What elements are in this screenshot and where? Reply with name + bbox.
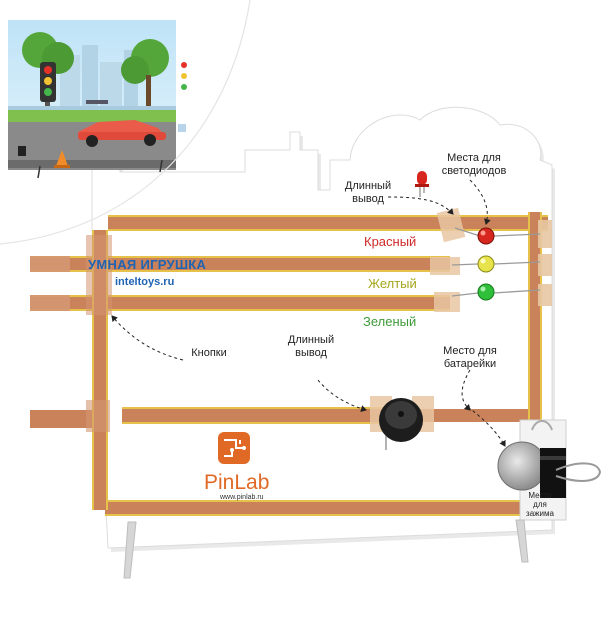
watermark-url: inteltoys.ru: [115, 276, 175, 288]
yellow-color-label: Желтый: [368, 276, 417, 291]
red-color-label: Красный: [364, 234, 417, 249]
battery-holder: [497, 419, 602, 521]
pinlab-logo-icon: [218, 432, 250, 464]
watermark-title: УМНАЯ ИГРУШКА: [88, 257, 207, 272]
pinlab-logo-text: PinLab: [204, 471, 270, 494]
green-color-label: Зеленый: [363, 314, 417, 329]
copper-traces: [30, 212, 548, 517]
led-diagram-icon: [415, 171, 429, 197]
pinlab-url: www.pinlab.ru: [220, 494, 264, 501]
traffic-scene-inset: [8, 20, 187, 170]
led-pads: [430, 207, 552, 312]
buzzer-component: [370, 396, 434, 450]
buttons-label: Кнопки: [191, 347, 227, 359]
